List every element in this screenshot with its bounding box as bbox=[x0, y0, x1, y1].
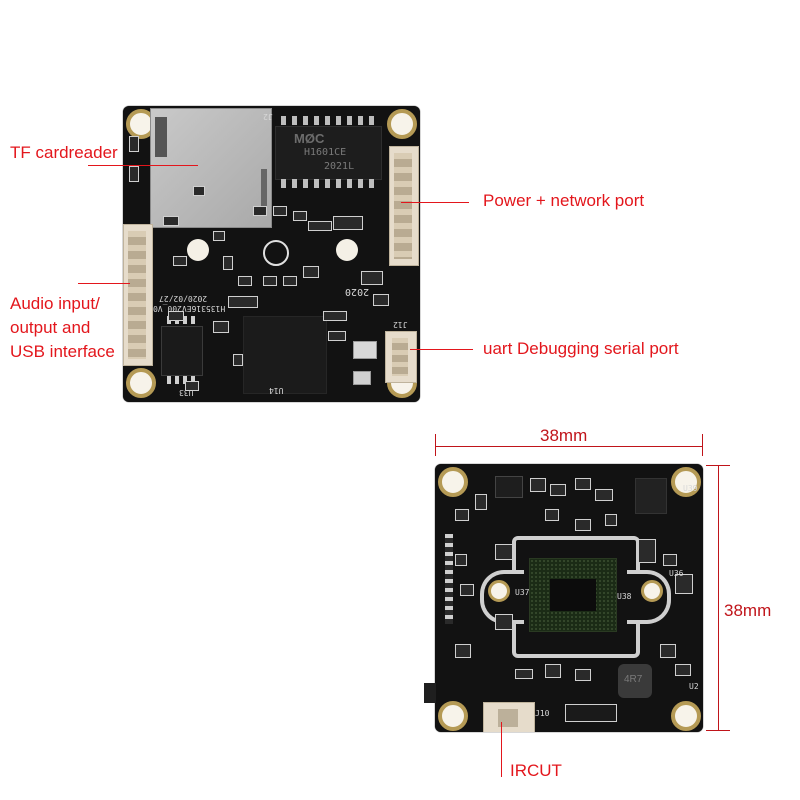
pointer-line-ircut bbox=[501, 722, 502, 777]
silk-u14: U14 bbox=[269, 386, 284, 395]
pointer-line-power bbox=[401, 202, 469, 203]
pointer-line-tf bbox=[88, 165, 198, 166]
silk-part: H135316EV200_V0 bbox=[153, 304, 226, 313]
chip-pins-top bbox=[281, 116, 376, 125]
silk-j2: J2 bbox=[263, 112, 273, 121]
label-tf-cardreader: TF cardreader bbox=[10, 143, 118, 162]
crystal bbox=[353, 341, 377, 359]
sensor-die bbox=[550, 579, 596, 611]
label-height-dimension: 38mm bbox=[724, 601, 772, 620]
dim-width-tick-right bbox=[702, 434, 703, 456]
regulator-ic bbox=[495, 476, 523, 498]
silk-j10: J10 bbox=[535, 709, 550, 718]
label-width-dimension: 38mm bbox=[540, 426, 588, 445]
flash-pins-bottom bbox=[167, 376, 197, 384]
mounting-hole bbox=[438, 701, 468, 731]
chip-pins-bottom bbox=[281, 179, 376, 188]
center-hole bbox=[336, 239, 358, 261]
chip-date: 2021L bbox=[324, 161, 355, 172]
dim-width-tick-left bbox=[435, 434, 436, 456]
tf-card-slot bbox=[150, 108, 272, 228]
audio-usb-connector bbox=[123, 224, 153, 366]
dim-height-tick-top bbox=[706, 465, 730, 466]
power-network-connector bbox=[389, 146, 419, 266]
silk-u36: U36 bbox=[669, 569, 684, 578]
mounting-hole bbox=[438, 467, 468, 497]
label-power-network: Power + network port bbox=[483, 191, 645, 210]
pb-free-logo bbox=[263, 240, 289, 266]
silk-u39: U39 bbox=[683, 484, 698, 493]
pointer-line-audio bbox=[78, 283, 130, 284]
label-audio-usb-line1: Audio input/ bbox=[10, 294, 100, 313]
uart-connector bbox=[385, 331, 417, 383]
side-connector bbox=[424, 683, 436, 703]
chip-brand: MØC bbox=[294, 131, 325, 146]
flash-chip-u33 bbox=[161, 326, 203, 376]
mounting-hole bbox=[671, 701, 701, 731]
lens-screw-hole bbox=[488, 580, 510, 602]
inductor-4r7: 4R7 bbox=[618, 664, 652, 698]
dim-width-line bbox=[435, 446, 703, 447]
pointer-line-uart bbox=[410, 349, 473, 350]
silk-j12: J12 bbox=[393, 320, 408, 329]
silk-u38: U38 bbox=[617, 592, 632, 601]
ircut-connector bbox=[483, 702, 535, 732]
silk-u33: U33 bbox=[179, 388, 194, 397]
image-sensor bbox=[529, 558, 617, 632]
silk-year: 2020 bbox=[345, 286, 370, 297]
main-soc-u14 bbox=[243, 316, 327, 394]
power-ic bbox=[635, 478, 667, 514]
label-ircut: IRCUT bbox=[510, 761, 562, 780]
label-audio-usb-line3: USB interface bbox=[10, 342, 115, 361]
silk-version: 2020/02/27 bbox=[159, 294, 208, 303]
crystal bbox=[353, 371, 371, 385]
ethernet-transformer-chip: MØC H1601CE 2021L bbox=[275, 126, 382, 180]
mounting-hole bbox=[126, 368, 156, 398]
mounting-hole bbox=[387, 109, 417, 139]
center-hole bbox=[187, 239, 209, 261]
dim-height-tick-bottom bbox=[706, 730, 730, 731]
chip-model: H1601CE bbox=[304, 147, 347, 158]
label-uart: uart Debugging serial port bbox=[483, 339, 679, 358]
camera-board-sensor-view: 4R7 U37 U38 U39 U36 U2 J10 bbox=[435, 464, 703, 732]
dim-height-line bbox=[718, 465, 719, 731]
label-audio-usb-line2: output and bbox=[10, 318, 91, 337]
mounting-hole bbox=[671, 467, 701, 497]
silk-u37: U37 bbox=[515, 588, 530, 597]
silk-u2: U2 bbox=[689, 682, 699, 691]
camera-board-top-view: MØC H1601CE 2021L bbox=[123, 106, 420, 402]
lens-screw-hole bbox=[641, 580, 663, 602]
